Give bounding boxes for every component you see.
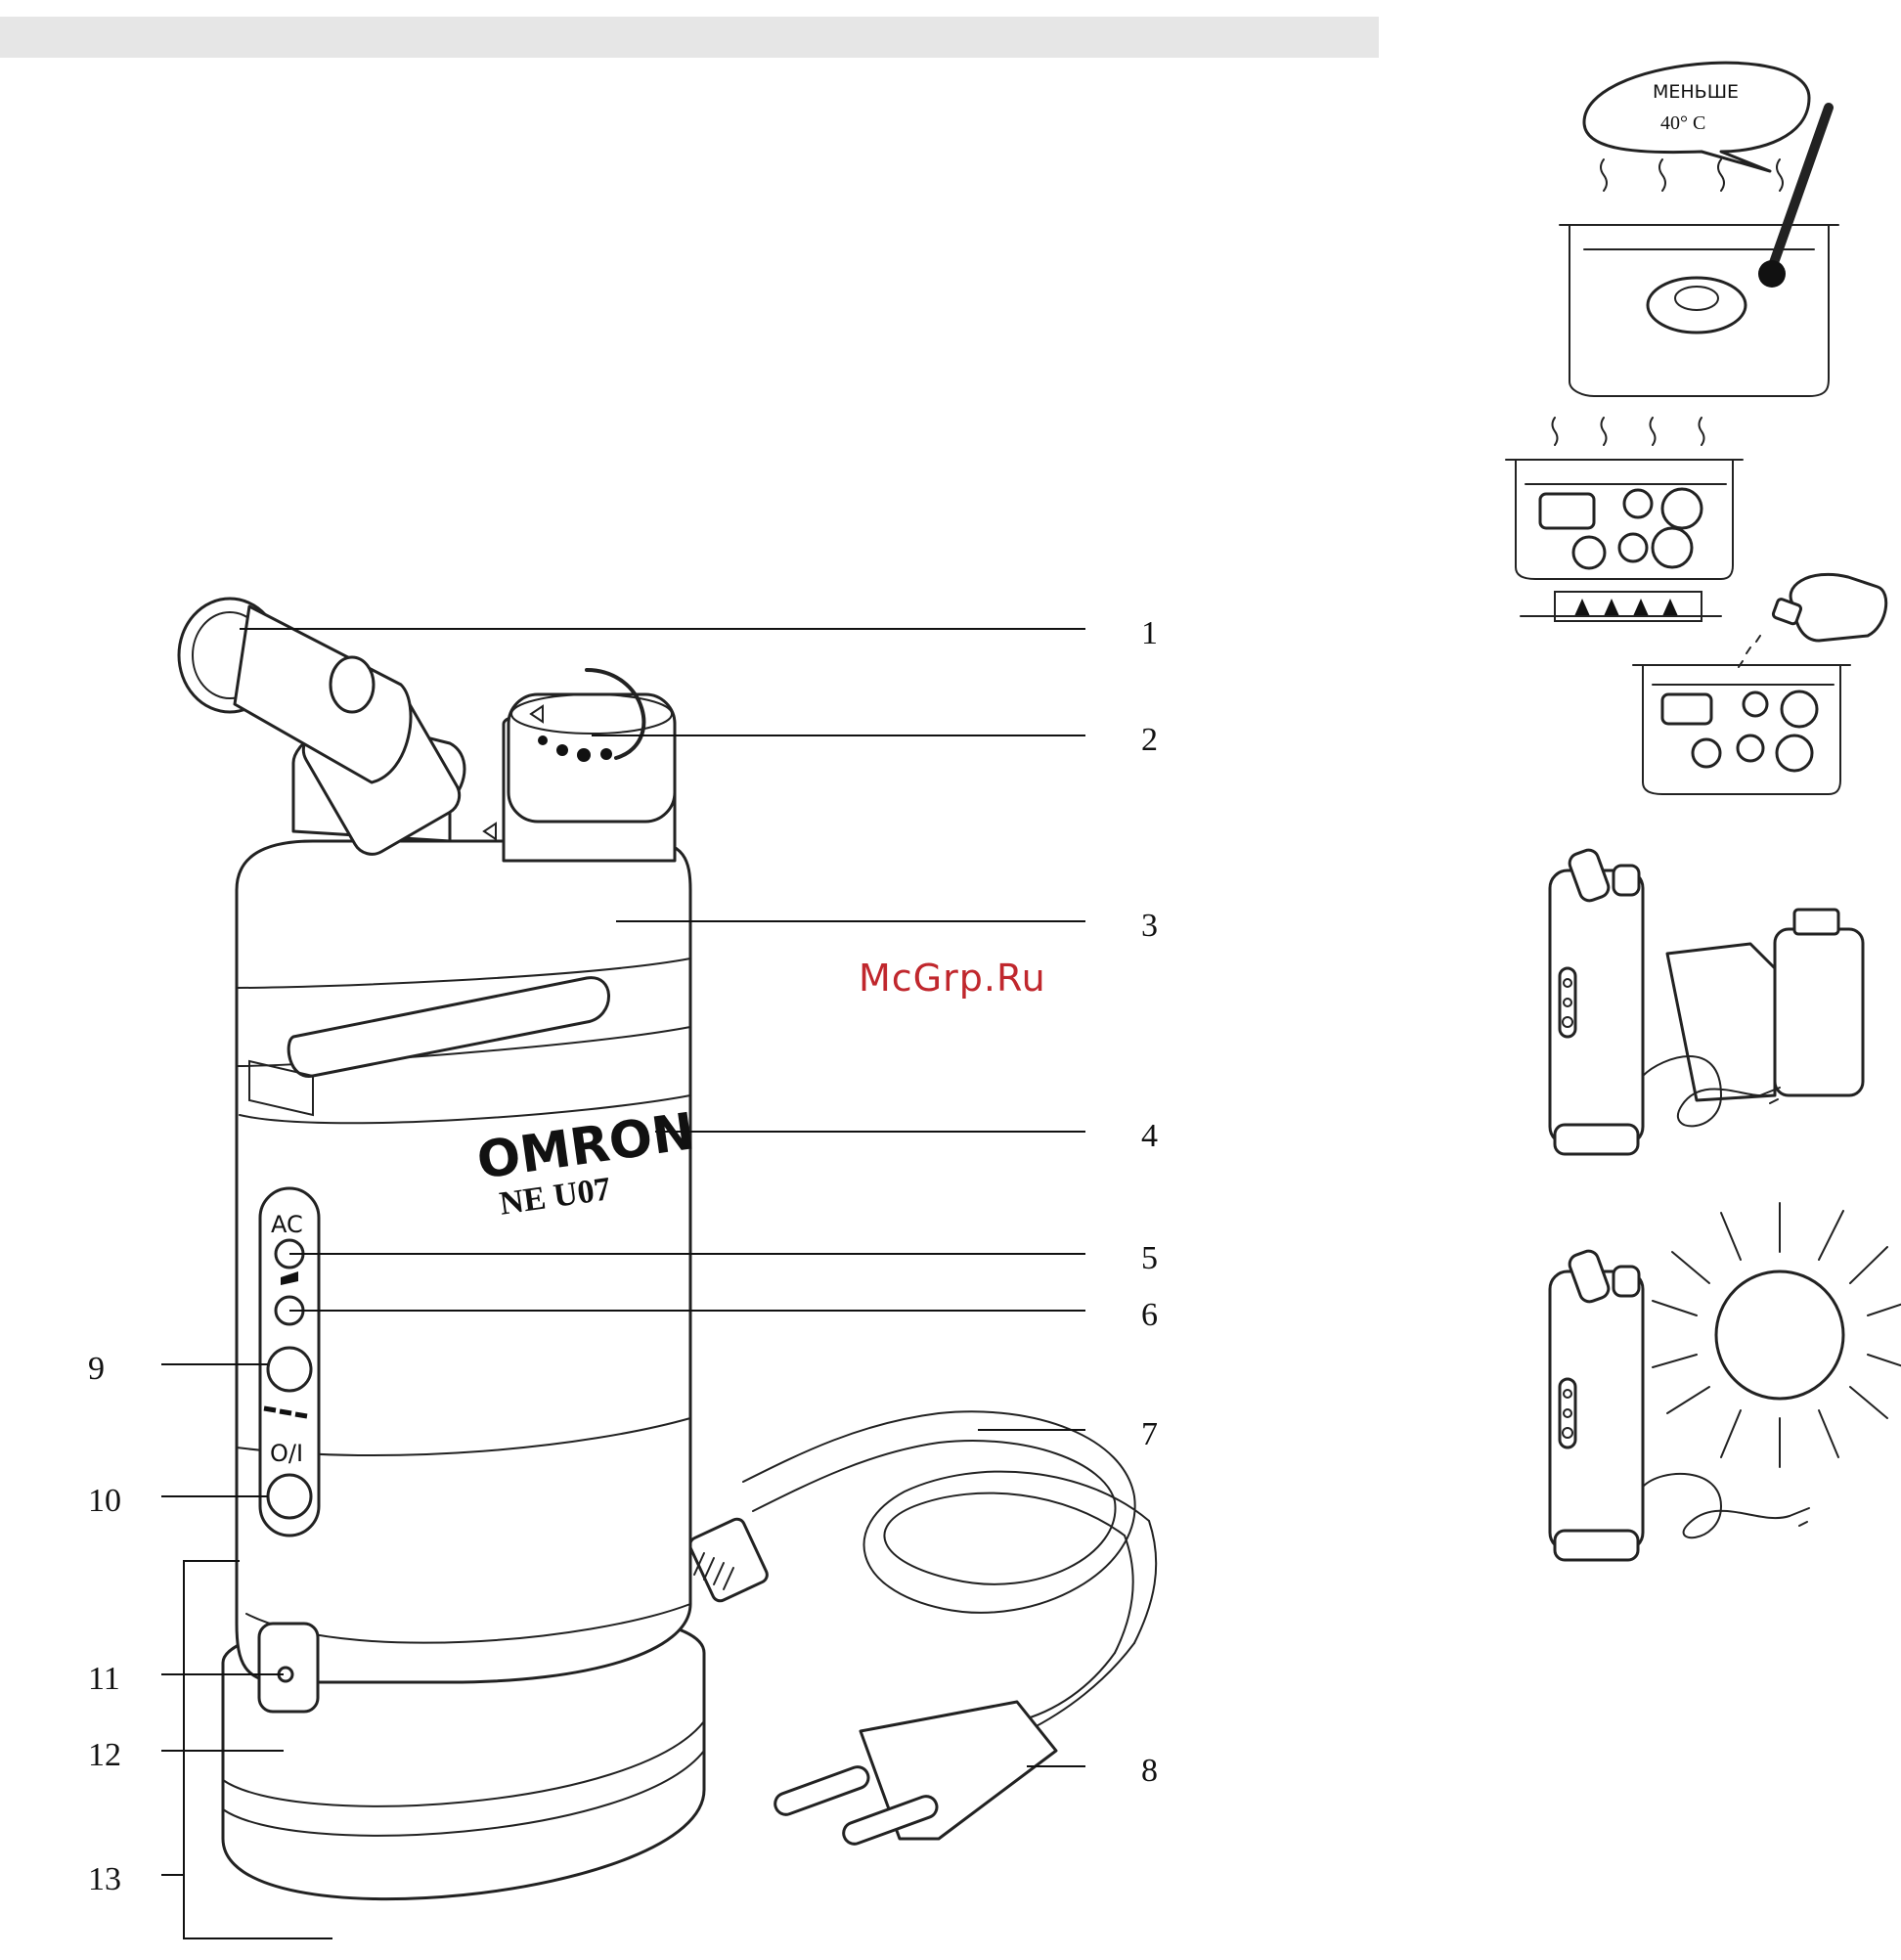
avoid-sunlight-icon — [1550, 1203, 1901, 1560]
thermometer-bath-icon: МЕНЬШЕ 40° C — [1560, 63, 1838, 396]
ac-label: AC — [271, 1211, 303, 1238]
callout-7: 7 — [1141, 1416, 1158, 1452]
storage-icon — [1550, 847, 1863, 1154]
callout-11: 11 — [88, 1661, 120, 1697]
power-plug — [773, 1702, 1056, 1847]
dial-knob — [484, 670, 675, 861]
power-label: O/I — [270, 1440, 303, 1467]
callout-9: 9 — [88, 1351, 105, 1387]
mouthpiece — [179, 599, 466, 862]
power-button[interactable] — [268, 1475, 311, 1518]
callout-6: 6 — [1141, 1297, 1158, 1333]
control-panel: AC O/I — [260, 1188, 319, 1536]
callout-8: 8 — [1141, 1753, 1158, 1789]
callout-13: 13 — [88, 1861, 121, 1897]
mode-button[interactable] — [268, 1348, 311, 1391]
bubble-line-2: 40° C — [1660, 112, 1705, 134]
callout-3: 3 — [1141, 908, 1158, 944]
callout-12: 12 — [88, 1737, 121, 1773]
nebulizer-illustration: OMRON NE U07 AC O/I — [179, 599, 1156, 1899]
callout-10: 10 — [88, 1483, 121, 1519]
boiling-parts-icon — [1506, 418, 1743, 621]
callout-5: 5 — [1141, 1240, 1158, 1276]
callout-4: 4 — [1141, 1118, 1158, 1154]
power-cord — [687, 1411, 1156, 1731]
callout-1: 1 — [1141, 615, 1158, 651]
bubble-line-1: МЕНЬШЕ — [1653, 81, 1739, 103]
callout-2: 2 — [1141, 722, 1158, 758]
